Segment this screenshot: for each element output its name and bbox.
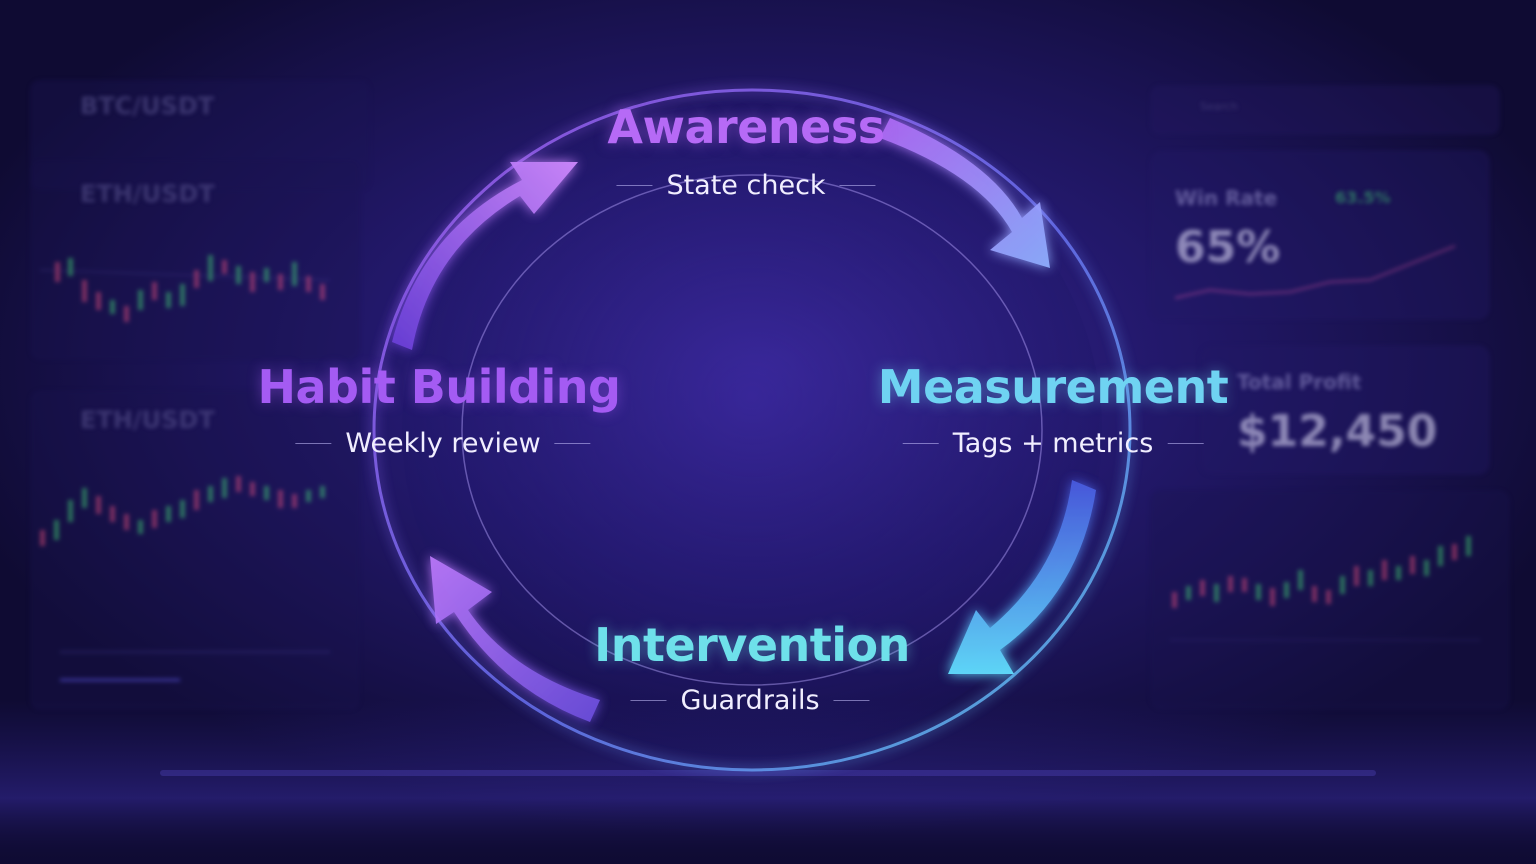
stage-subtitle-intervention-text: Guardrails: [680, 685, 820, 716]
stage-subtitle-awareness-text: State check: [666, 170, 826, 201]
search-label: Search: [1200, 100, 1238, 113]
pair-label-eth-2: ETH/USDT: [80, 406, 215, 434]
stage-title-measurement: Measurement: [877, 360, 1229, 414]
subtitle-rule-left: [295, 443, 332, 444]
stage-subtitle-habit-building-text: Weekly review: [345, 428, 541, 459]
win-rate-value: 65%: [1175, 222, 1281, 273]
total-profit-value: $12,450: [1237, 406, 1438, 457]
pair-label-btc: BTC/USDT: [80, 92, 215, 120]
subtitle-rule-left: [616, 185, 653, 186]
subtitle-rule-right: [1167, 443, 1204, 444]
stage-subtitle-awareness: State check: [616, 170, 876, 201]
stage-subtitle-intervention: Guardrails: [630, 685, 870, 716]
candlestick-chart-left-bottom: [40, 476, 325, 546]
subtitle-rule-right: [839, 185, 876, 186]
outer-ring: [372, 88, 1132, 772]
stage-title-intervention: Intervention: [594, 618, 910, 672]
stage-subtitle-measurement-text: Tags + metrics: [952, 428, 1154, 459]
arrow-measurement-to-intervention: [948, 480, 1096, 674]
candlestick-chart-left-top: [39, 255, 331, 322]
subtitle-rule-right: [554, 443, 591, 444]
arrow-intervention-to-habit: [430, 556, 600, 722]
stage-title-awareness: Awareness: [607, 100, 885, 154]
arrow-awareness-to-measurement: [880, 118, 1050, 268]
win-rate-sparkline: [1174, 245, 1456, 299]
win-rate-small-value: 63.5%: [1335, 188, 1391, 207]
stage-title-habit-building: Habit Building: [257, 360, 621, 414]
pair-label-eth-1: ETH/USDT: [80, 180, 215, 208]
stage-subtitle-habit-building: Weekly review: [295, 428, 591, 459]
arrow-habit-to-awareness: [392, 162, 578, 350]
subtitle-rule-left: [630, 700, 667, 701]
subtitle-rule-left: [902, 443, 939, 444]
inner-ring: [461, 174, 1043, 686]
total-profit-label: Total Profit: [1237, 370, 1362, 394]
stage-subtitle-measurement: Tags + metrics: [902, 428, 1204, 459]
win-rate-label: Win Rate: [1175, 186, 1278, 210]
subtitle-rule-right: [833, 700, 870, 701]
candlestick-chart-right: [1172, 536, 1471, 608]
